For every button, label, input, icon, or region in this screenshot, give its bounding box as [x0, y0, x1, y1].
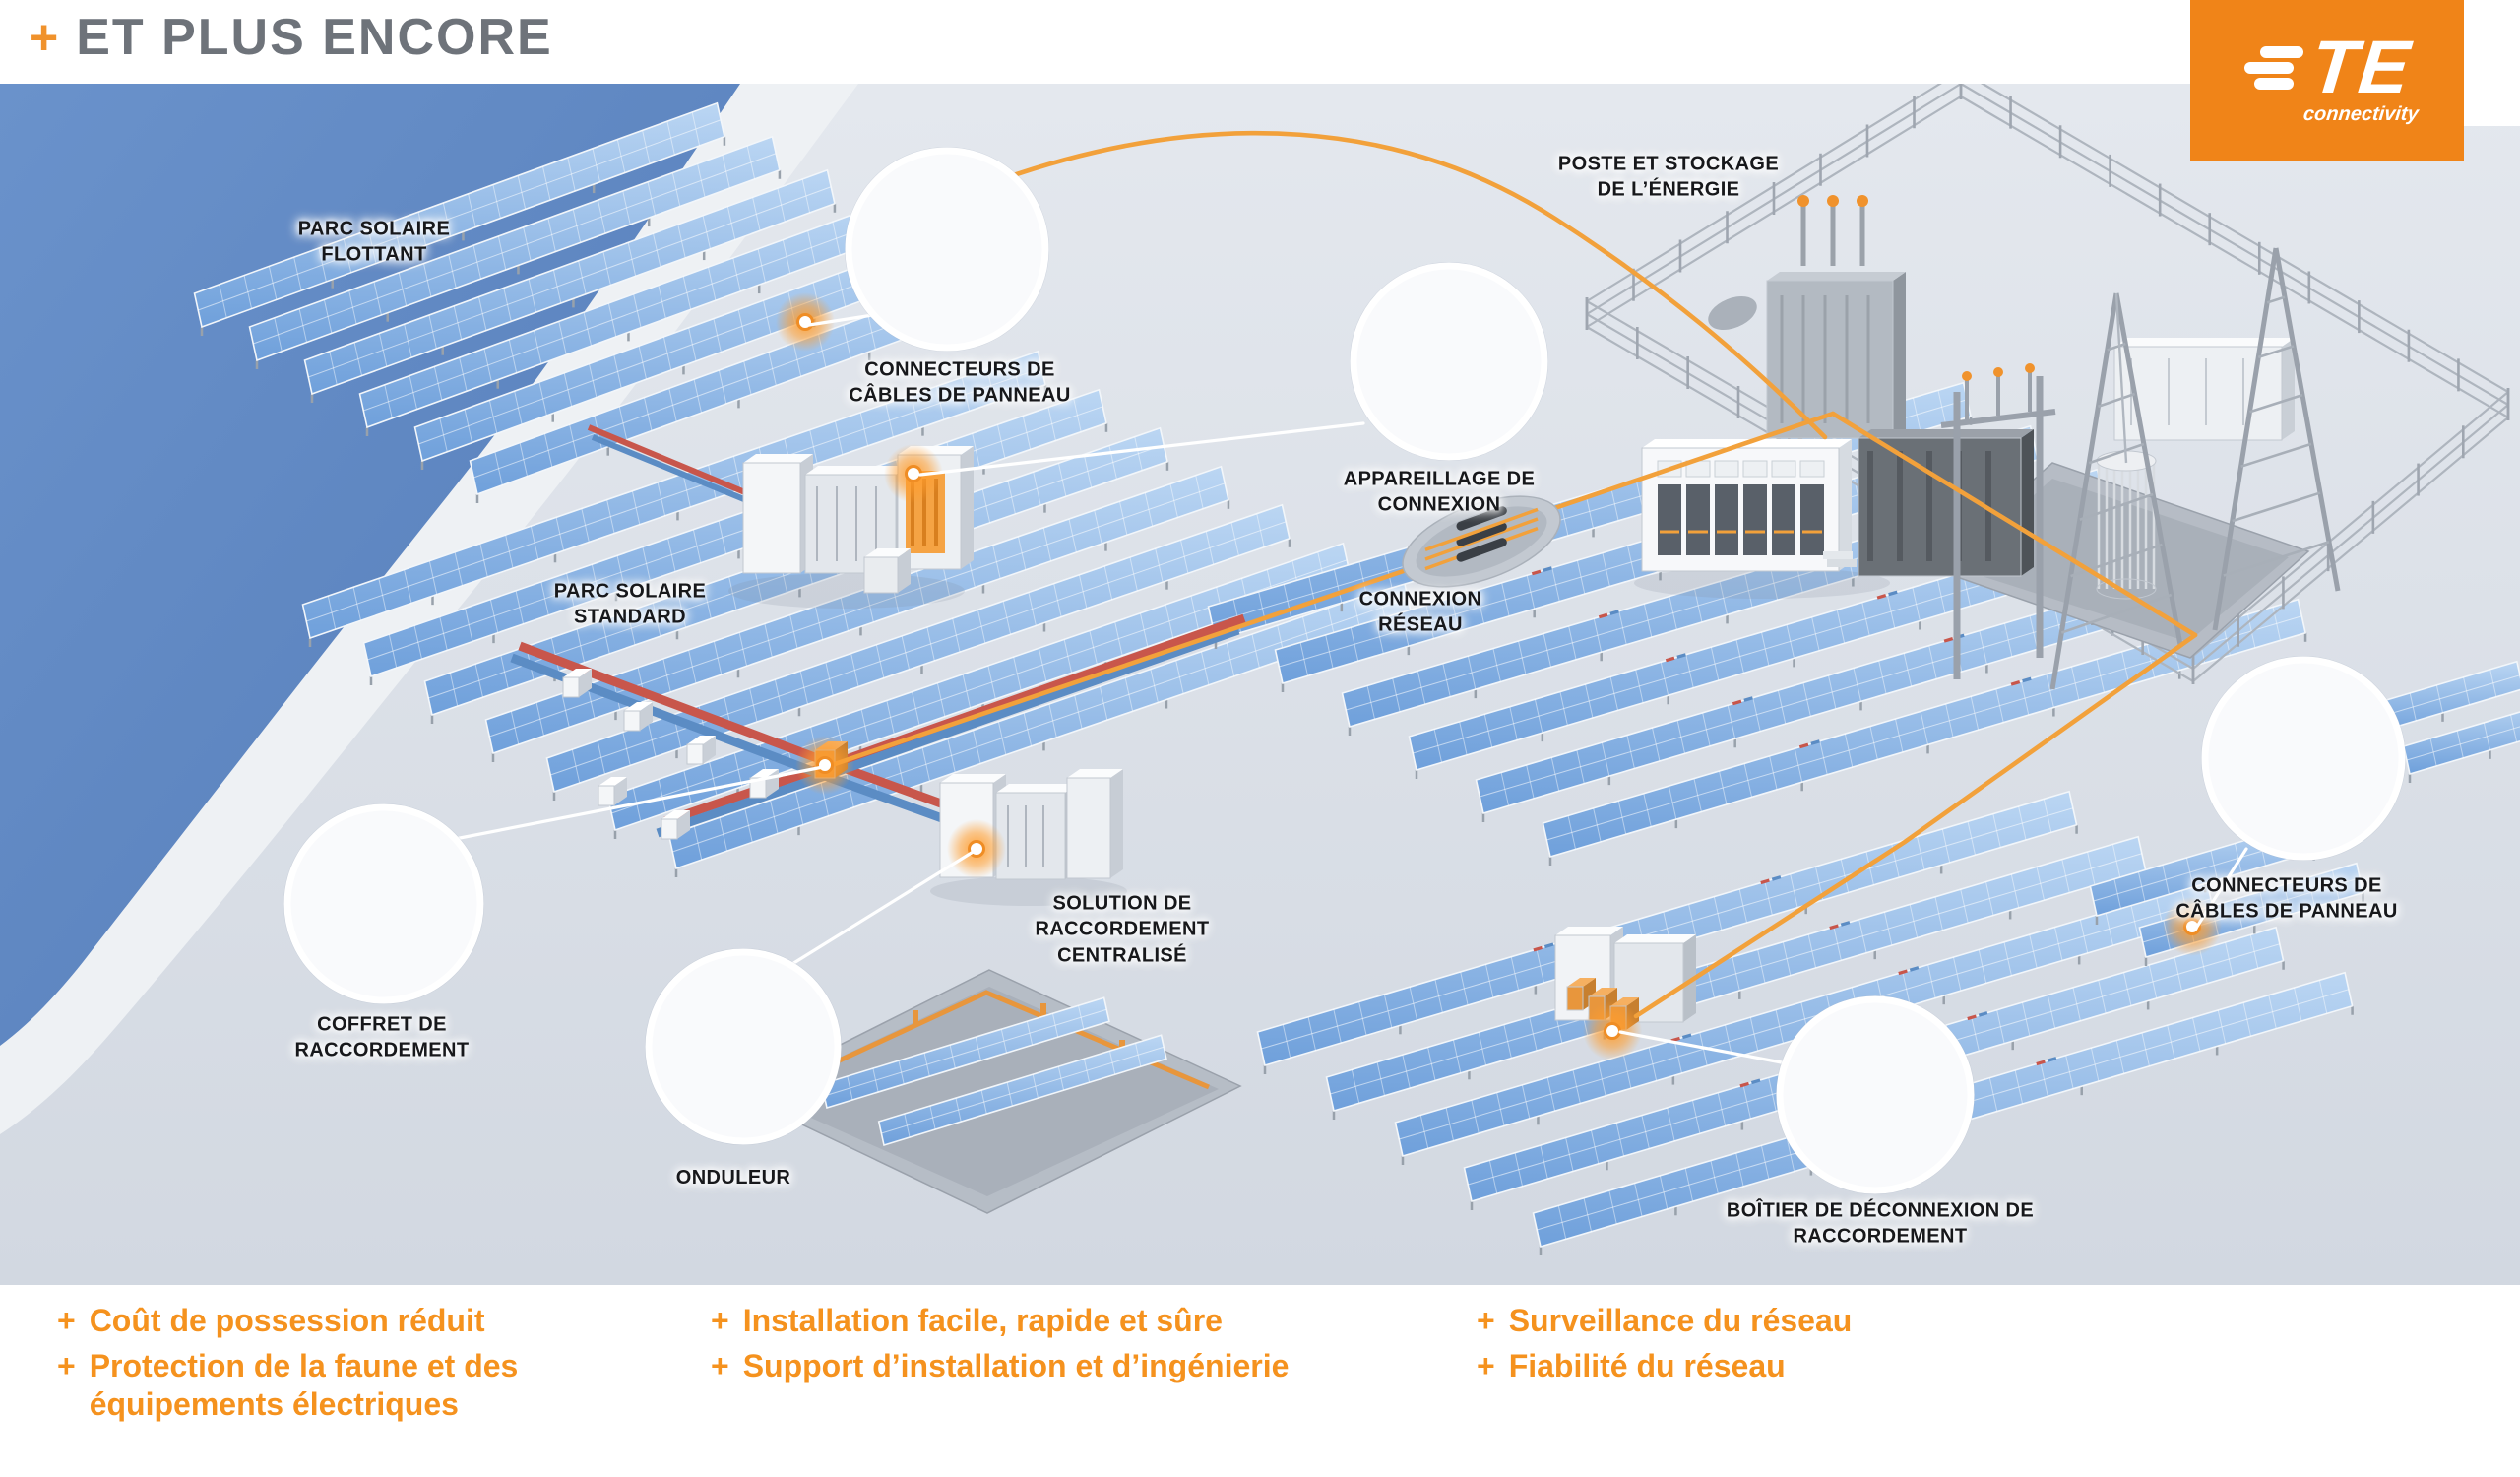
- plus-icon: +: [711, 1348, 729, 1384]
- benefits-column-1: + Coût de possession réduit + Protection…: [57, 1302, 648, 1424]
- benefit-text: Protection de la faune et des équipement…: [89, 1348, 519, 1423]
- callout-appareillage: [1350, 262, 1548, 461]
- callout-onduleur: [645, 948, 842, 1145]
- benefit-item: + Coût de possession réduit: [57, 1302, 648, 1340]
- te-connectivity-logo: TE connectivity: [2190, 0, 2464, 161]
- callout-coffret: [284, 803, 484, 1004]
- plus-icon: +: [711, 1303, 729, 1338]
- page-header: + ET PLUS ENCORE: [30, 12, 553, 63]
- network-splice: [1402, 495, 1561, 588]
- label-connexion-reseau: CONNEXION RÉSEAU: [1358, 588, 1482, 636]
- plus-icon: +: [57, 1348, 76, 1384]
- benefit-text: Installation facile, rapide et sûre: [742, 1303, 1223, 1338]
- te-logo-bars-icon: [2244, 45, 2304, 90]
- label-parc-solaire-standard: PARC SOLAIRE STANDARD: [553, 580, 707, 628]
- plus-icon: +: [30, 10, 59, 65]
- benefits-column-3: + Surveillance du réseau + Fiabilité du …: [1477, 1302, 2107, 1385]
- benefit-item: + Surveillance du réseau: [1477, 1302, 2107, 1340]
- label-boitier-deconnexion: BOÎTIER DE DÉCONNEXION DE RACCORDEMENT: [1726, 1199, 2035, 1248]
- label-poste-et-stockage: POSTE ET STOCKAGE DE L’ÉNERGIE: [1557, 153, 1780, 201]
- label-parc-solaire-flottant: PARC SOLAIRE FLOTTANT: [297, 218, 451, 266]
- benefit-item: + Support d’installation et d’ingénierie: [711, 1347, 1479, 1385]
- benefit-text: Coût de possession réduit: [89, 1303, 485, 1338]
- benefit-item: + Fiabilité du réseau: [1477, 1347, 2107, 1385]
- plus-icon: +: [1477, 1348, 1495, 1384]
- label-solution-raccordement-centralise: SOLUTION DE RACCORDEMENT CENTRALISÉ: [1035, 892, 1210, 967]
- plus-icon: +: [57, 1303, 76, 1338]
- label-onduleur: ONDULEUR: [675, 1166, 791, 1188]
- benefit-text: Surveillance du réseau: [1508, 1303, 1853, 1338]
- te-logo-tagline: connectivity: [2302, 103, 2421, 126]
- callout-lines: [453, 311, 2248, 1065]
- label-connecteurs-cables-panneau-gauche: CONNECTEURS DE CÂBLES DE PANNEAU: [849, 358, 1071, 407]
- callout-connecteurs-gauche: [845, 147, 1049, 352]
- connection-highlights: [776, 292, 2222, 1060]
- benefit-text: Support d’installation et d’ingénierie: [742, 1348, 1290, 1384]
- benefit-item: + Installation facile, rapide et sûre: [711, 1302, 1479, 1340]
- benefit-item: + Protection de la faune et des équipeme…: [57, 1347, 648, 1424]
- label-appareillage-de-connexion: APPAREILLAGE DE CONNEXION: [1343, 468, 1536, 516]
- solar-canopy-pit: [738, 969, 1242, 1214]
- plus-icon: +: [1477, 1303, 1495, 1338]
- label-coffret-de-raccordement: COFFRET DE RACCORDEMENT: [294, 1013, 470, 1061]
- callout-connecteurs-droite: [2201, 656, 2406, 861]
- te-logo-text: TE: [2307, 25, 2417, 109]
- callout-boitier: [1776, 995, 1975, 1194]
- benefits-column-2: + Installation facile, rapide et sûre + …: [711, 1302, 1479, 1385]
- benefit-text: Fiabilité du réseau: [1508, 1348, 1786, 1384]
- page-title: ET PLUS ENCORE: [76, 9, 553, 66]
- label-connecteurs-cables-panneau-droite: CONNECTEURS DE CÂBLES DE PANNEAU: [2175, 874, 2398, 923]
- grid-cables: [826, 130, 2198, 1019]
